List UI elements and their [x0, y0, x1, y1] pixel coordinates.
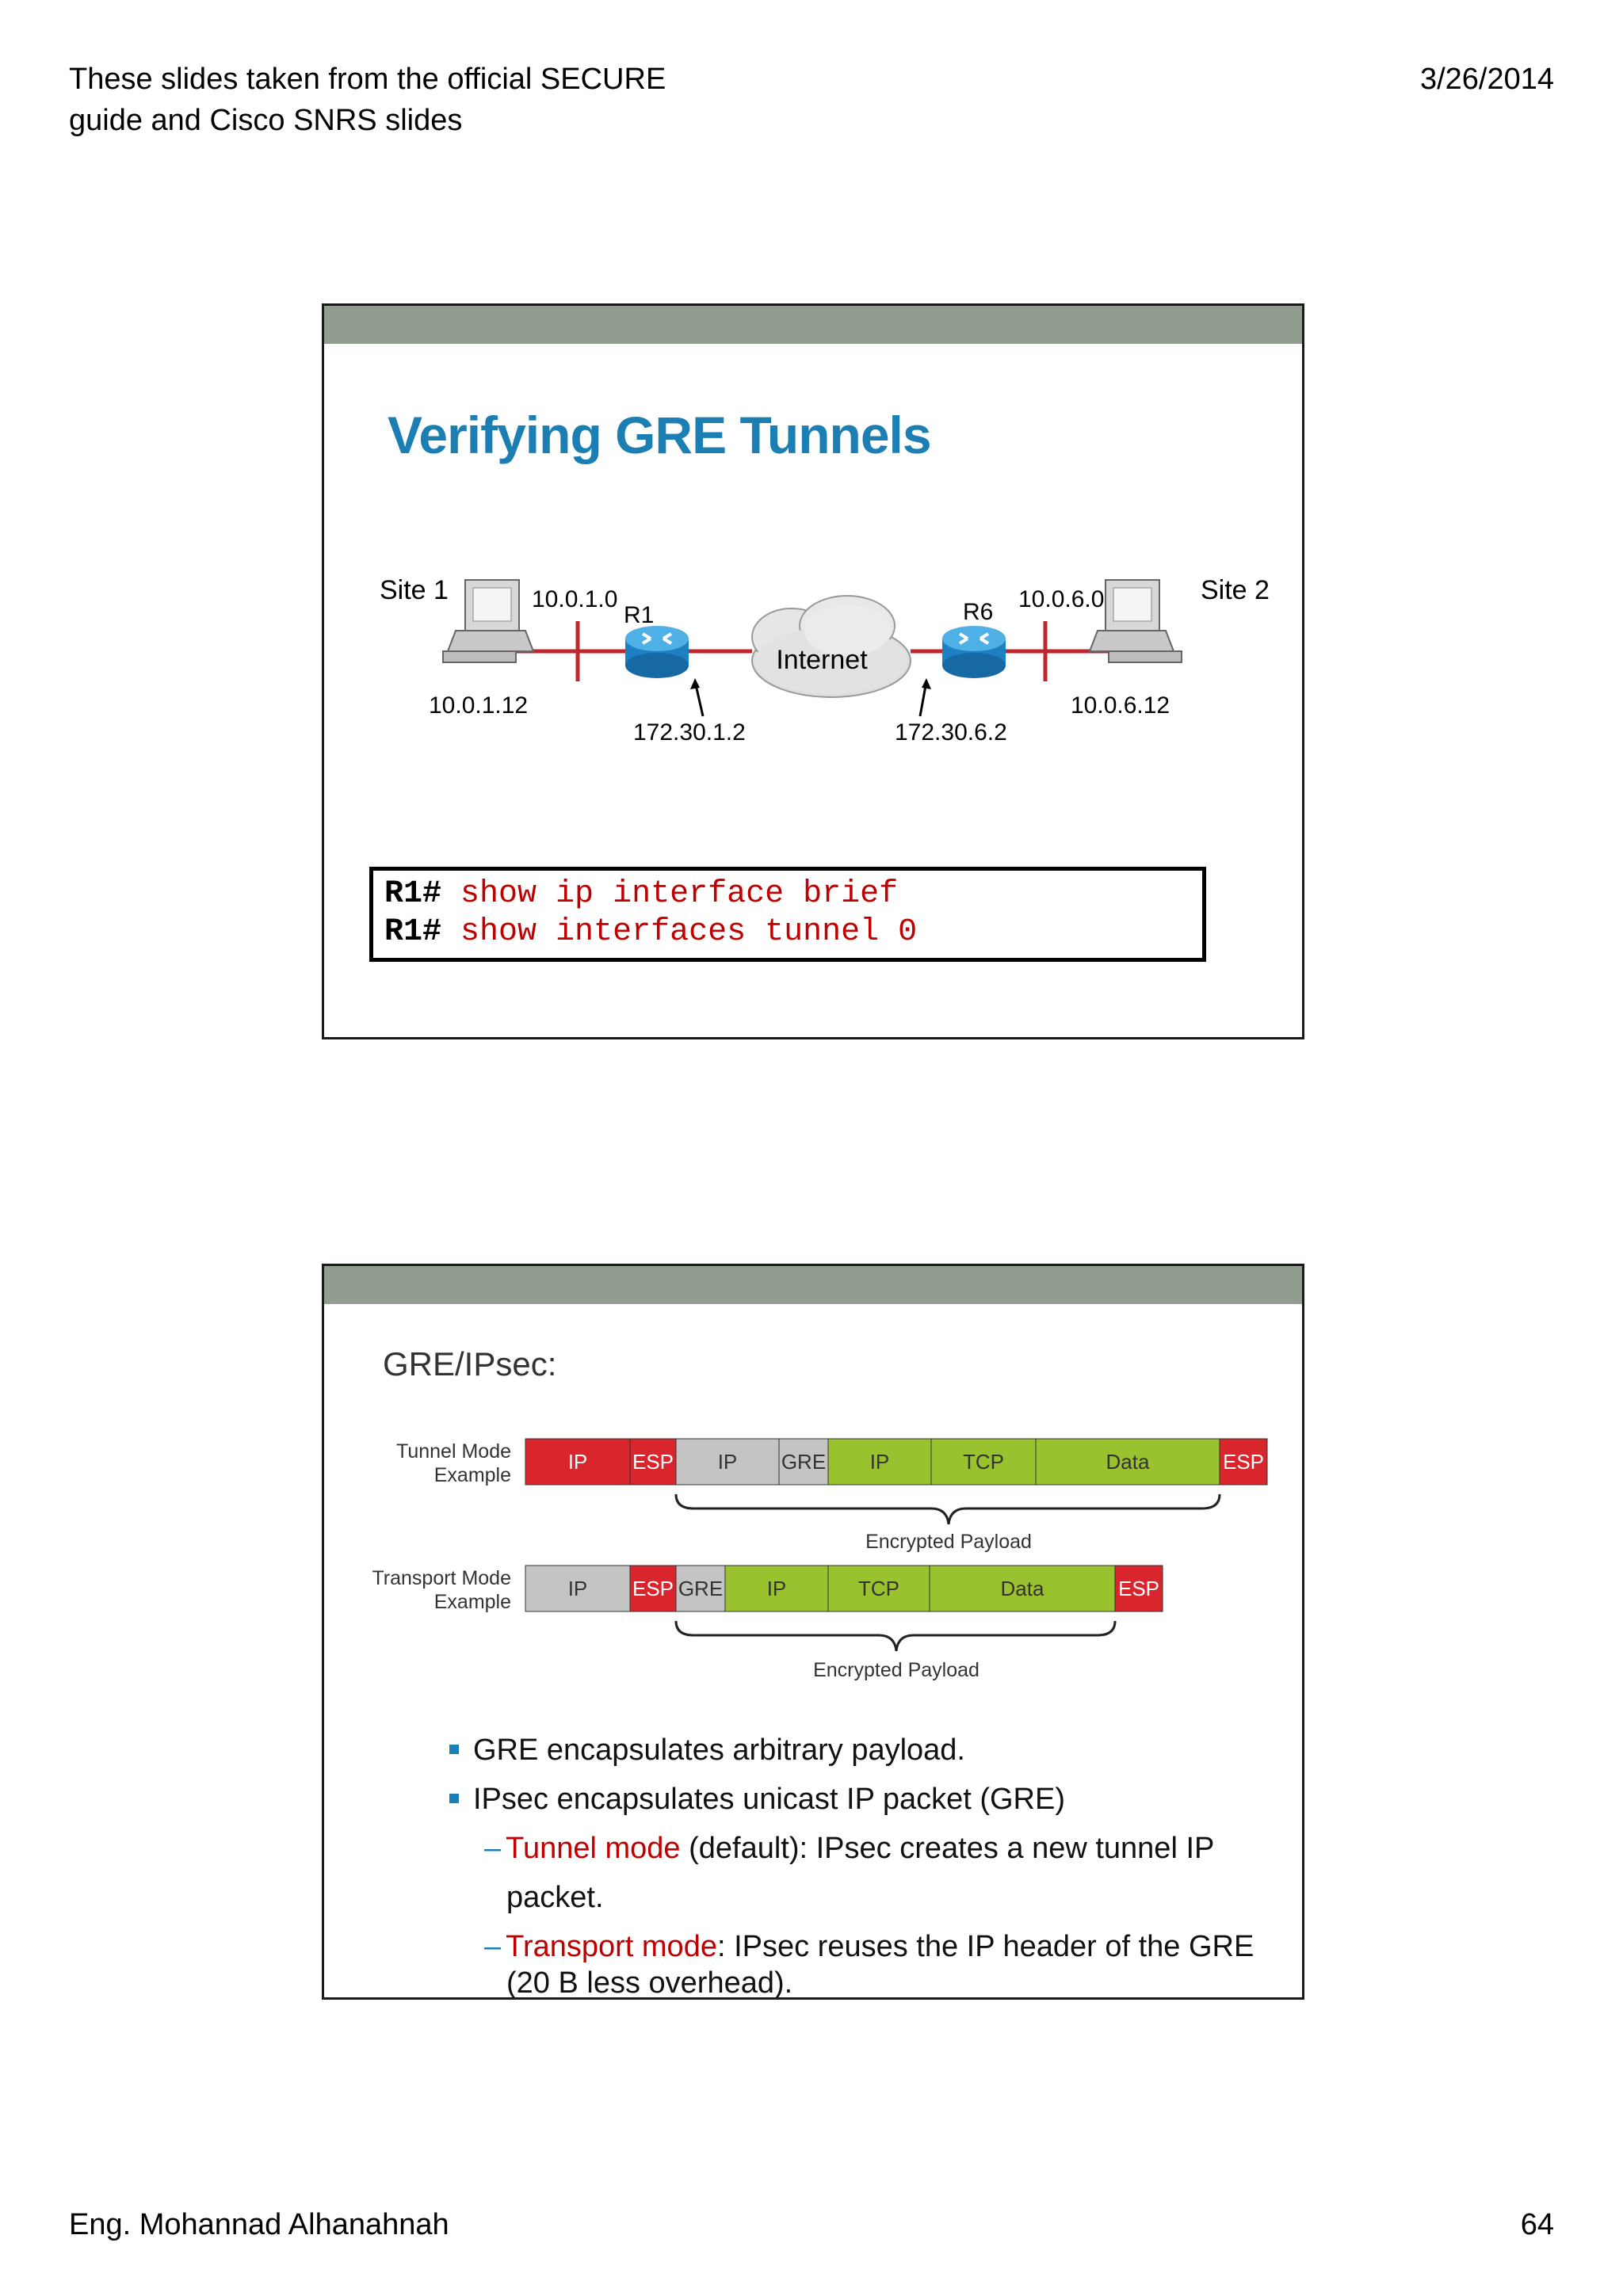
transport-cell-label: TCP — [858, 1577, 899, 1600]
transport-cell-label: IP — [568, 1577, 588, 1600]
command-prompt: R1# — [384, 876, 442, 912]
tunnel-cell-label: TCP — [963, 1450, 1004, 1474]
transport-cell-label: ESP — [1118, 1577, 1159, 1600]
router-r1-icon — [625, 626, 689, 678]
command-prompt: R1# — [384, 914, 442, 950]
command-line: R1# show interfaces tunnel 0 — [384, 913, 1191, 952]
transport-mode-label: Transport Mode — [372, 1567, 511, 1589]
r6-label: R6 — [963, 599, 993, 625]
transport-cell-esp-trailer — [1114, 1565, 1163, 1612]
encapsulation-diagram: Tunnel Mode Example IP ESP IP GRE IP TCP… — [372, 1438, 1268, 1681]
network-diagram: A B Internet Site 1 Site 2 10.0.1.0 10.0… — [380, 575, 1270, 746]
command-line: R1# show ip interface brief — [384, 875, 1191, 913]
transport-cell-label: Data — [1001, 1577, 1044, 1600]
transport-cell-tcp — [827, 1565, 930, 1612]
slide-header-band — [324, 1266, 1302, 1304]
site1-label: Site 1 — [380, 575, 449, 605]
sub-bullet-item: –Transport mode: IPsec reuses the IP hea… — [449, 1922, 1274, 1971]
slide-verifying-gre-tunnels: Verifying GRE Tunnels — [322, 303, 1304, 1039]
tunnel-cell-data — [1035, 1438, 1220, 1486]
net1-label: 10.0.1.0 — [532, 586, 617, 612]
router-r6-icon — [942, 626, 1006, 678]
transport-cell-ip — [525, 1565, 631, 1612]
tunnel-cell-label: Data — [1106, 1450, 1150, 1474]
bullet-text: GRE encapsulates arbitrary payload. — [473, 1733, 965, 1767]
site1-pc-icon — [442, 579, 535, 663]
tunnel-cell-label: IP — [870, 1450, 890, 1474]
tunnel-mode-label: Tunnel Mode — [396, 1440, 511, 1463]
transport-encrypted-brace — [674, 1620, 1117, 1652]
sub-bullet-continuation: (20 B less overhead). — [506, 1966, 793, 2000]
host2-ip: 10.0.6.12 — [1071, 692, 1170, 719]
sub-bullet-text: : IPsec reuses the IP header of the GRE — [716, 1930, 1254, 1963]
page-number: 64 — [1520, 2208, 1554, 2241]
host1-ip: 10.0.1.12 — [429, 692, 528, 719]
site2-label: Site 2 — [1201, 575, 1270, 605]
command-text: show ip interface brief — [460, 876, 899, 912]
command-box: R1# show ip interface brief R1# show int… — [369, 867, 1206, 962]
tunnel-cell-ip-new — [675, 1438, 780, 1486]
tunnel-cell-tcp — [930, 1438, 1037, 1486]
transport-cell-gre — [675, 1565, 726, 1612]
slide-title: Verifying GRE Tunnels — [388, 406, 932, 464]
header-date: 3/26/2014 — [1419, 63, 1554, 96]
tunnel-encrypted-brace — [674, 1493, 1221, 1525]
sub-bullet-highlight: Transport mode — [506, 1930, 717, 1963]
arrow-r6-ext-head — [922, 678, 931, 689]
site2-pc-icon — [1088, 579, 1182, 663]
page-header: These slides taken from the official SEC… — [69, 59, 782, 141]
bullet-list: GRE encapsulates arbitrary payload. IPse… — [449, 1726, 1274, 2000]
transport-cell-esp — [629, 1565, 677, 1612]
r1-ext-ip: 172.30.1.2 — [633, 719, 746, 746]
tunnel-encrypted-label: Encrypted Payload — [865, 1531, 1032, 1553]
tunnel-cell-esp-trailer — [1219, 1438, 1268, 1486]
slide-header-band — [324, 306, 1302, 344]
cloud-label: Internet — [776, 645, 868, 675]
dash-marker: – — [484, 1832, 502, 1865]
net2-label: 10.0.6.0 — [1018, 586, 1104, 612]
r1-badge: A — [653, 682, 661, 695]
tunnel-cell-esp — [629, 1438, 677, 1486]
r1-label: R1 — [624, 602, 654, 628]
dash-marker: – — [484, 1930, 502, 1963]
sub-bullet-highlight: Tunnel mode — [506, 1832, 681, 1865]
tunnel-cell-gre — [778, 1438, 829, 1486]
bullet-text: IPsec encapsulates unicast IP packet (GR… — [473, 1783, 1065, 1816]
tunnel-mode-example: Example — [434, 1464, 511, 1486]
header-line-1: These slides taken from the official SEC… — [69, 63, 666, 96]
footer-author: Eng. Mohannad Alhanahnah — [69, 2208, 449, 2241]
transport-cell-label: ESP — [632, 1577, 674, 1600]
tunnel-cell-label: IP — [568, 1450, 588, 1474]
tunnel-cell-label: IP — [718, 1450, 738, 1474]
slide-title: GRE/IPsec: — [383, 1345, 557, 1383]
slide-gre-ipsec: GRE/IPsec: Tunnel Mode Example IP ESP IP… — [322, 1264, 1304, 2000]
internet-cloud-icon — [751, 595, 911, 698]
tunnel-cell-label: ESP — [1223, 1450, 1264, 1474]
sub-bullet-text: (default): IPsec creates a new tunnel IP… — [506, 1832, 1214, 1914]
command-text: show interfaces tunnel 0 — [460, 914, 918, 950]
transport-cell-label: IP — [767, 1577, 787, 1600]
transport-encrypted-label: Encrypted Payload — [813, 1659, 980, 1681]
bullet-item: GRE encapsulates arbitrary payload. — [449, 1726, 1274, 1775]
tunnel-cell-label: GRE — [781, 1450, 826, 1474]
r6-badge: B — [970, 682, 977, 695]
transport-cell-label: GRE — [678, 1577, 723, 1600]
transport-cell-data — [929, 1565, 1116, 1612]
header-line-2: guide and Cisco SNRS slides — [69, 104, 463, 137]
tunnel-cell-label: ESP — [632, 1450, 674, 1474]
r6-ext-ip: 172.30.6.2 — [895, 719, 1007, 746]
sub-bullet-item: –Tunnel mode (default): IPsec creates a … — [449, 1824, 1274, 1922]
transport-mode-example: Example — [434, 1591, 511, 1613]
arrow-r1-ext-head — [690, 678, 700, 689]
bullet-item: IPsec encapsulates unicast IP packet (GR… — [449, 1775, 1274, 1824]
